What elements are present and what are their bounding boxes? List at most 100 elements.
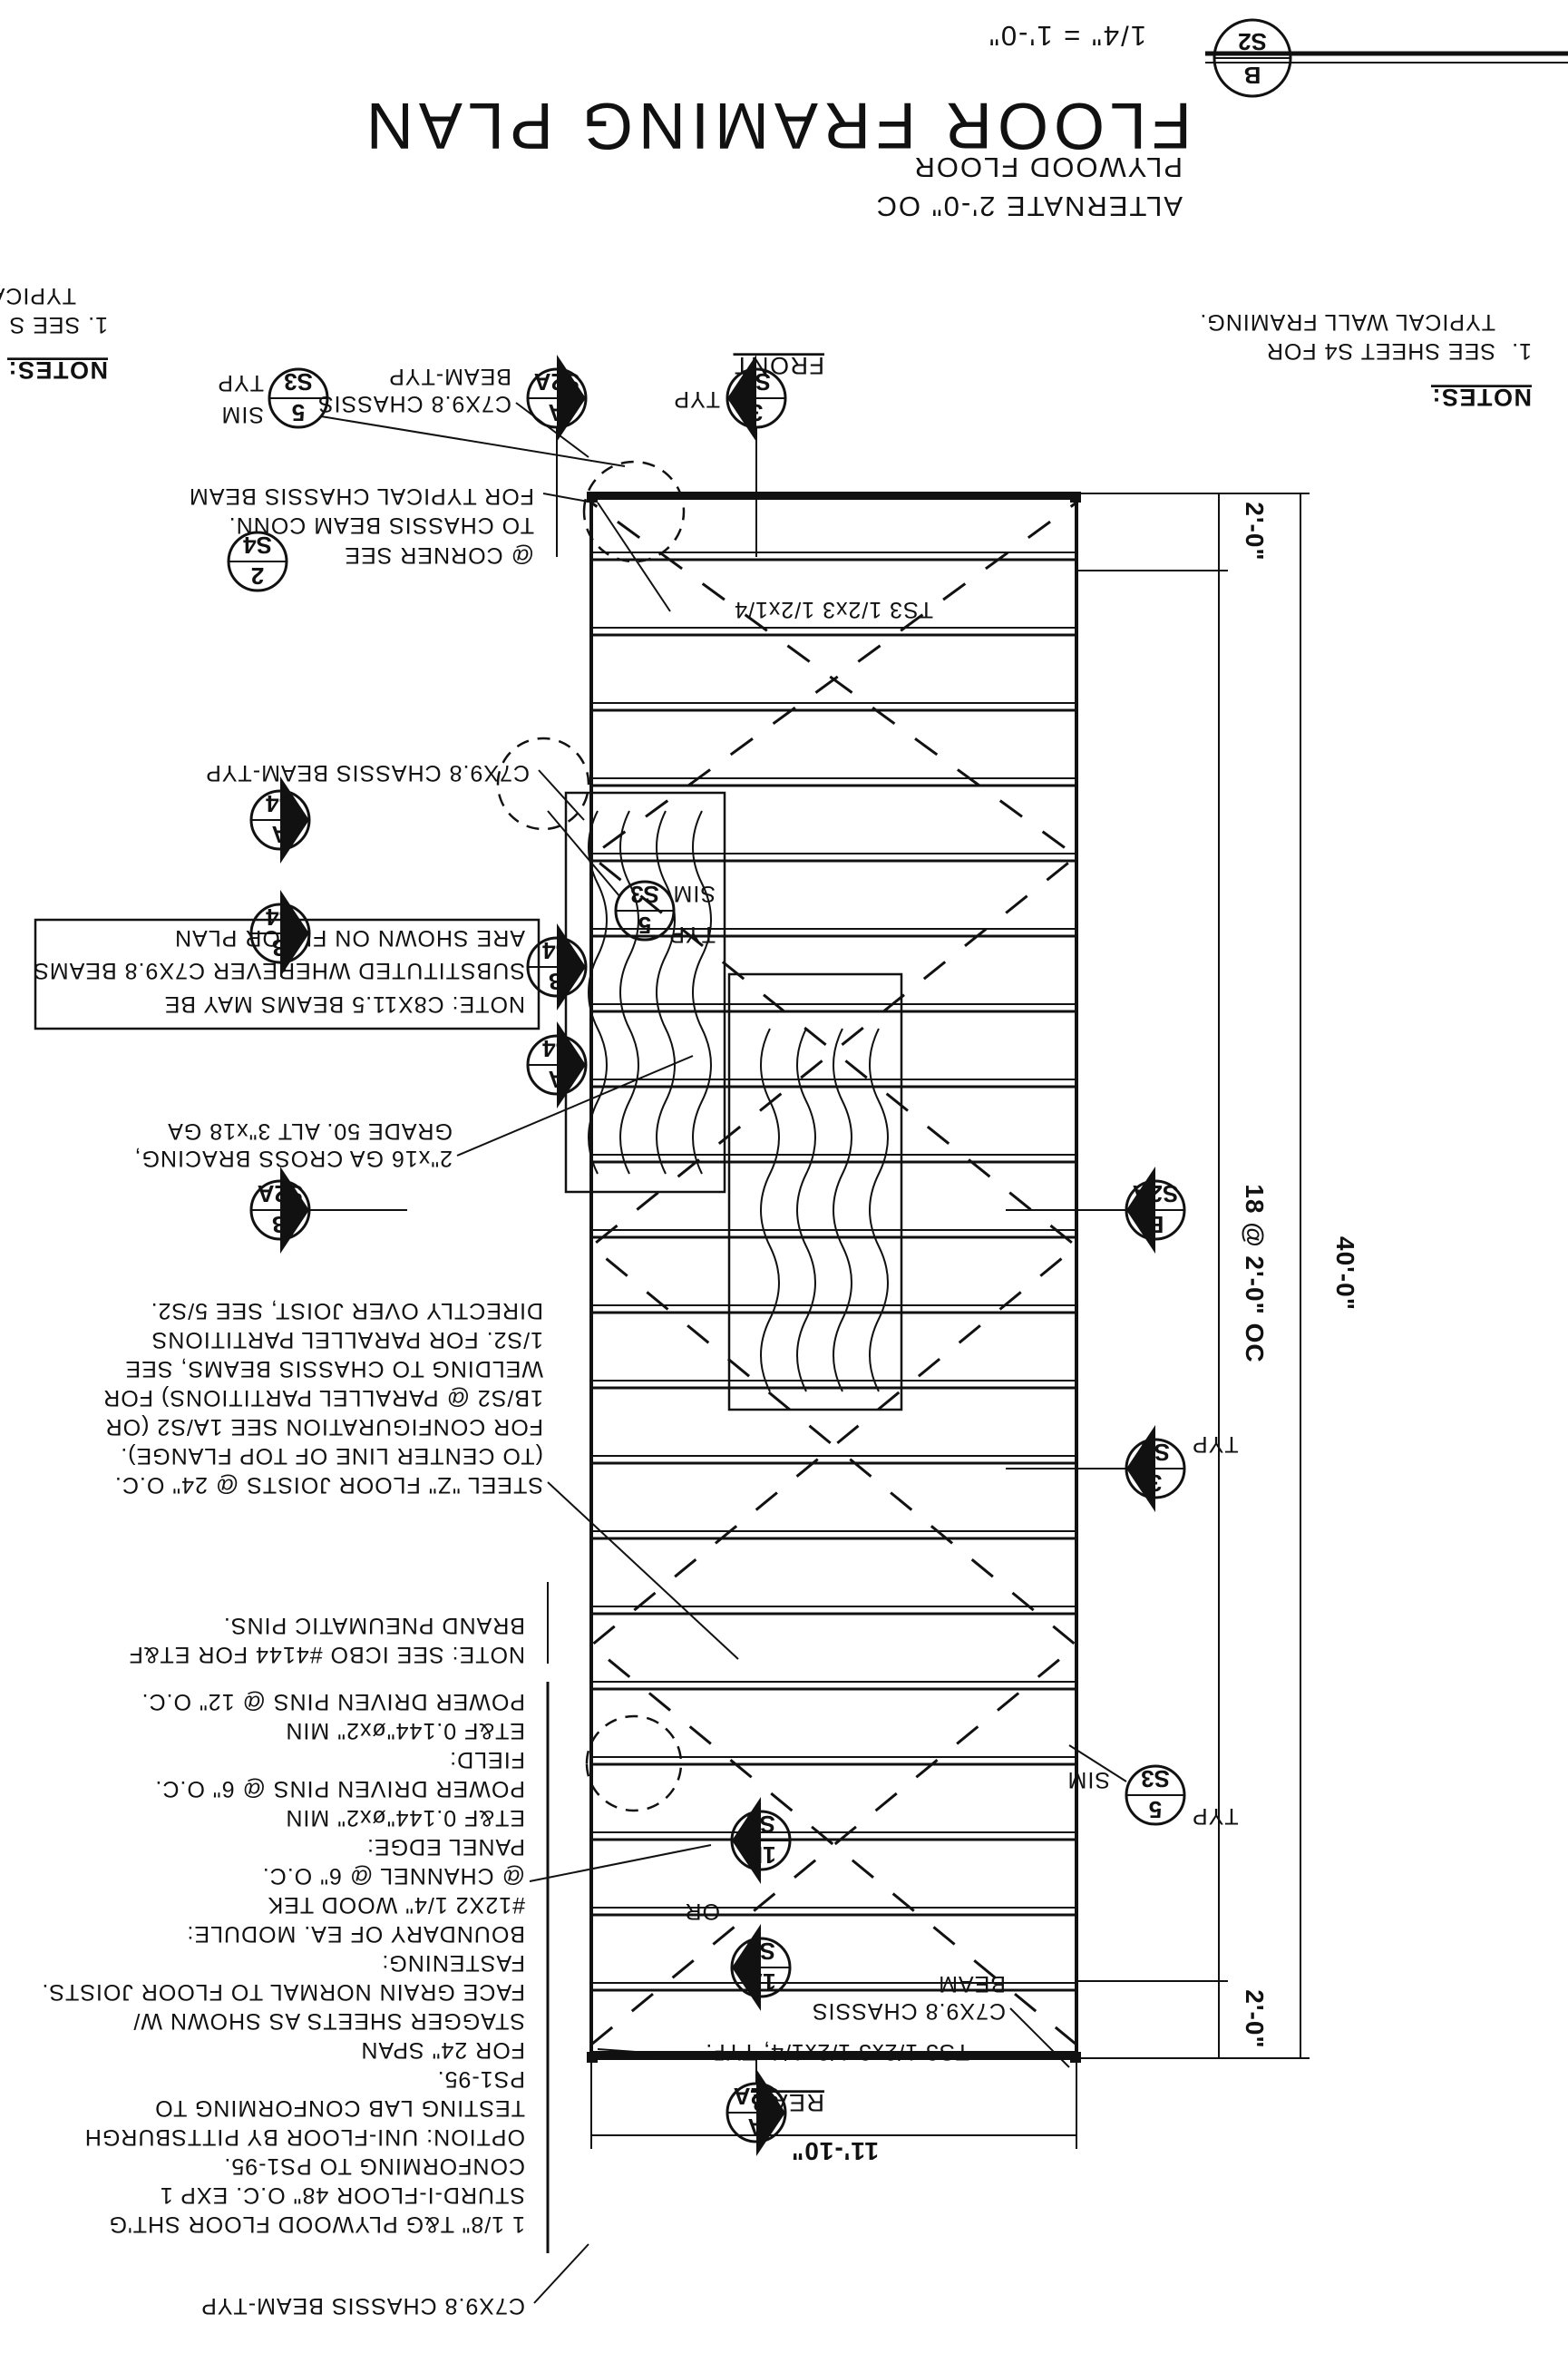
joists-2: (TO CENTER LINE OF TOP FLANGE). bbox=[120, 1443, 543, 1469]
section-marker-a-s4-inner: A S4 bbox=[526, 1021, 588, 1108]
or-label: OR bbox=[685, 1899, 721, 1924]
ts3-bottom-label: TS3 1/2x3 1/2x1/4, TYP. bbox=[705, 2039, 969, 2065]
module-outline bbox=[589, 492, 1078, 2060]
notes-right: NOTES: 1. SEE S TYPICA bbox=[0, 283, 108, 384]
bubble-num: 5 bbox=[292, 399, 305, 426]
drawing-subtitle-floor: PLYWOOD FLOOR bbox=[912, 151, 1183, 183]
dimension-width: 11'-10" bbox=[791, 2137, 879, 2165]
bubble-num: A bbox=[548, 1066, 565, 1093]
section-marker-b-s4-left: B S4 bbox=[249, 890, 311, 977]
corner-conn-1: FOR TYPICAL CHASSIS BEAM bbox=[189, 483, 534, 509]
dimension-overall: 40'-0" bbox=[1331, 1236, 1359, 1311]
section-marker-b-s4-inner: B S4 bbox=[526, 923, 588, 1011]
joists-4: 1B/S2 @ PARALLEL PARTITIONS) FOR bbox=[102, 1385, 543, 1411]
plywood-spec-12: #12X2 1/4" WOOD TEK bbox=[268, 1892, 525, 1918]
chassis-typ-top-2: BEAM-TYP bbox=[388, 364, 511, 389]
joists-7: DIRECTLY OVER JOIST, SEE 5/S2. bbox=[151, 1298, 543, 1323]
plywood-spec-18: ET&F 0.144"øx2" MIN bbox=[285, 1718, 525, 1743]
left-callouts: C7X9.8 CHASSIS BEAM-TYP FOR TYPICAL CHAS… bbox=[33, 364, 1070, 2319]
typ-label: TYP bbox=[1192, 1431, 1239, 1457]
notes-right-line-1: 1. SEE S bbox=[9, 312, 108, 337]
plywood-spec-17: FIELD: bbox=[449, 1747, 525, 1772]
bubble-sheet: S2 bbox=[1141, 1439, 1170, 1466]
plywood-spec-7: FOR 24" SPAN bbox=[360, 2037, 525, 2063]
bubble-num: 3 bbox=[750, 399, 763, 426]
joists-1: STEEL "Z" FLOOR JOISTS @ 24" O.C. bbox=[114, 1472, 543, 1498]
plywood-sheets bbox=[564, 791, 903, 1411]
section-marker-5-s3-mid: 5 S3 TYP SIM bbox=[547, 810, 716, 947]
notes-item-number: 1. bbox=[1511, 338, 1532, 364]
bubble-num: A bbox=[747, 2114, 765, 2141]
plywood-spec-20: NOTE: SEE ICBO #4144 FOR ET&F bbox=[129, 1642, 525, 1667]
plywood-spec-3: CONFORMING TO PS1-95. bbox=[223, 2153, 525, 2179]
section-marker-1b-s2: 1B S2 bbox=[730, 1797, 792, 1884]
bracing-1: 2"x16 GA CROSS BRACING, bbox=[134, 1146, 453, 1171]
section-marker-a-s4-left: A S4 bbox=[249, 776, 311, 864]
bubble-num: 5 bbox=[1149, 1796, 1162, 1823]
notes-heading: NOTES: bbox=[1431, 384, 1532, 411]
plywood-spec-6: PS1-95. bbox=[437, 2066, 525, 2092]
drawing-subtitle-alternate: ALTERNATE 2'-0" OC bbox=[875, 190, 1183, 222]
sim-label: SIM bbox=[1067, 1767, 1110, 1792]
bubble-num: 2 bbox=[251, 562, 264, 590]
section-marker-5-s3-low: 5 S3 TYP SIM bbox=[1067, 1744, 1239, 1829]
joists-6: 1/S2. FOR PARALLEL PARTITIONS bbox=[151, 1327, 543, 1352]
dimensions: 11'-10" 40'-0" 18 @ 2'-0" OC 2'-0" 2'-0" bbox=[590, 493, 1359, 2165]
corner-conn-2: TO CHASSIS BEAM CONN. bbox=[229, 513, 534, 538]
plywood-spec-13: @ CHANNEL @ 6" O.C. bbox=[262, 1863, 525, 1889]
bubble-num: 5 bbox=[638, 912, 651, 939]
bubble-num: B bbox=[1147, 1211, 1164, 1238]
sim-label: SIM bbox=[673, 881, 716, 906]
bubble-num: 1A bbox=[745, 1968, 775, 1996]
bubble-num: B bbox=[272, 934, 289, 962]
title-bubble-letter: B bbox=[1244, 62, 1261, 89]
joists-3: FOR CONFIGURATION SEE 1A/S2 (OR bbox=[105, 1414, 543, 1440]
section-marker-3-s2-front: 3 S2 TYP bbox=[673, 355, 787, 557]
title-block: B S2 1/4" = 1'-0" FLOOR FRAMING PLAN PLY… bbox=[361, 18, 1568, 222]
beam-sub-1: NOTE: C8X11.5 BEAMS MAY BE bbox=[164, 991, 525, 1017]
detail-circle-3 bbox=[582, 460, 686, 563]
bubble-sheet: S2 bbox=[746, 1811, 775, 1838]
bubble-sheet: S2 bbox=[746, 1938, 775, 1965]
bubble-sheet: S2A bbox=[733, 2083, 779, 2110]
bubble-sheet: S3 bbox=[1141, 1765, 1170, 1792]
dimension-end-bottom: 2'-0" bbox=[1241, 1989, 1269, 2048]
bubble-sheet: S3 bbox=[630, 881, 659, 908]
plywood-spec-5: TESTING LAB CONFORMING TO bbox=[154, 2095, 525, 2121]
plywood-spec-1: 1 1/8" T&G PLYWOOD FLOOR SHT'G bbox=[109, 2211, 525, 2237]
typ-label: TYP bbox=[668, 922, 716, 947]
cross-bracing bbox=[589, 501, 1079, 2046]
dimension-end-top: 2'-0" bbox=[1241, 502, 1269, 561]
bubble-num: 1B bbox=[745, 1841, 775, 1869]
typ-label: TYP bbox=[1192, 1803, 1239, 1829]
chassis-typ-bottom: C7X9.8 CHASSIS BEAM-TYP bbox=[200, 2293, 525, 2319]
beam-sub-2: SUBSTITUTED WHEREVER C7X9.8 BEAMS bbox=[33, 958, 525, 983]
bubble-sheet: S2A bbox=[1132, 1180, 1178, 1207]
corner-conn-3: @ CORNER SEE bbox=[344, 542, 534, 568]
notes-left: NOTES: 1. SEE SHEET S4 FOR TYPICAL WALL … bbox=[1199, 309, 1532, 411]
bubble-sheet: S4 bbox=[542, 937, 571, 964]
section-marker-1a-s2: 1A S2 bbox=[730, 1924, 792, 2011]
plywood-spec-14: PANEL EDGE: bbox=[366, 1834, 525, 1860]
plywood-spec-21: BRAND PNEUMATIC PINS. bbox=[223, 1613, 525, 1638]
section-marker-a-s2a-rear: A S2A bbox=[726, 2054, 787, 2156]
plywood-spec-2: STURD-I-FLOOR 48" O.C. EXP 1 bbox=[160, 2182, 525, 2208]
plywood-spec-10: FASTENING: bbox=[381, 1950, 525, 1976]
beam-substitution-box bbox=[34, 918, 541, 1030]
title-bubble-sheet: S2 bbox=[1238, 28, 1267, 55]
dimension-joist-spacing: 18 @ 2'-0" OC bbox=[1241, 1184, 1269, 1362]
typ-label: TYP bbox=[673, 386, 720, 412]
beam-sub-3: ARE SHOWN ON FLOOR PLAN bbox=[174, 925, 525, 951]
floor-plan bbox=[496, 460, 1081, 2063]
bubble-sheet: S4 bbox=[542, 1035, 571, 1062]
plywood-spec-9: FACE GRAIN NORMAL TO FLOOR JOISTS. bbox=[41, 1979, 525, 2005]
detail-circle-2 bbox=[496, 737, 590, 831]
bubble-num: A bbox=[271, 821, 288, 848]
chassis-beam-inner-2: BEAM bbox=[938, 1971, 1006, 1997]
chassis-typ-mid: C7X9.8 CHASSIS BEAM-TYP bbox=[205, 760, 530, 786]
ts3-top-label: TS3 1/2x3 1/2x1/4 bbox=[734, 597, 933, 622]
bubble-num: 3 bbox=[1149, 1469, 1162, 1497]
detail-circle-1 bbox=[585, 1714, 683, 1812]
drawing-scale: 1/4" = 1'-0" bbox=[988, 20, 1146, 52]
